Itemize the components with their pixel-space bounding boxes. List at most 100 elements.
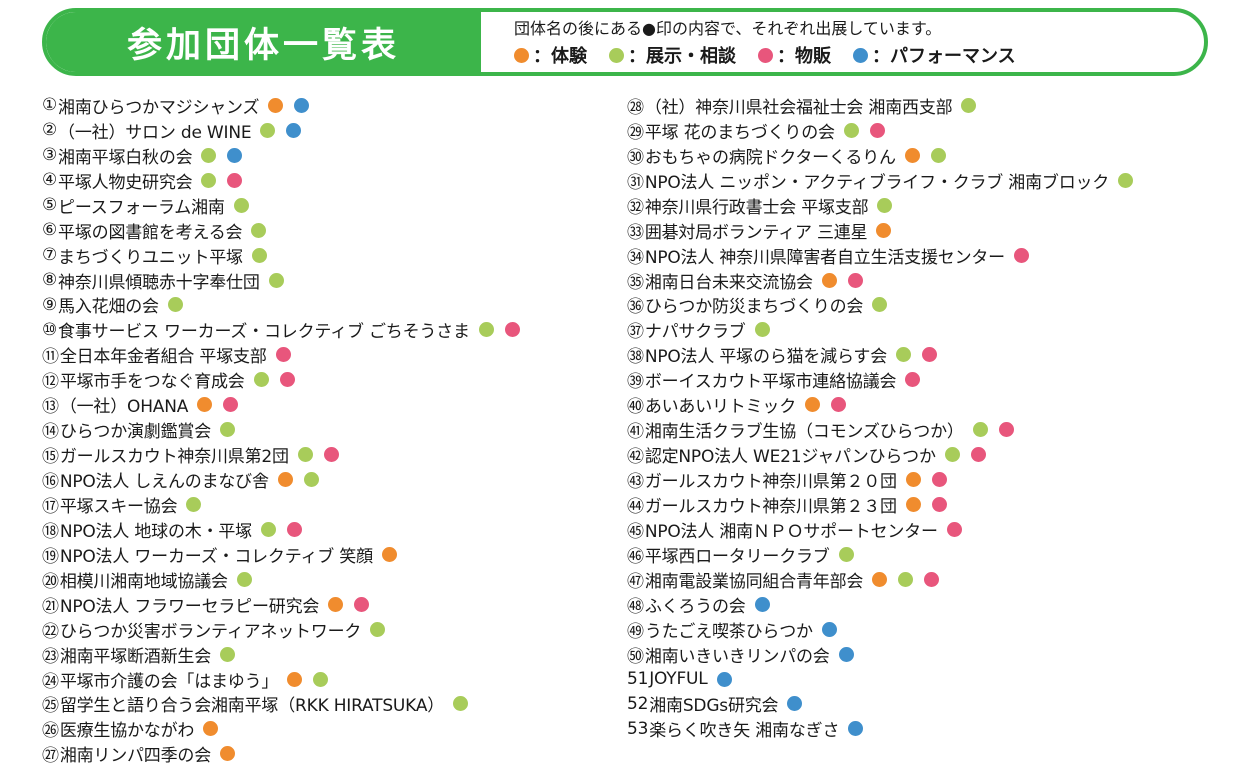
item-number: ㊲ [627,322,644,343]
item-name: NPO法人 平塚のら猫を減らす会 [644,347,888,368]
pink-dot-icon [931,496,947,512]
item-number: ㊹ [627,496,644,517]
item-dots [186,496,212,512]
blue-dot-icon [787,696,803,712]
item-number: ⑯ [42,472,59,493]
item-dots [197,397,249,413]
item-dots [381,546,408,562]
orange-dot-icon [904,147,920,163]
item-number: ② [42,120,58,141]
item-number: ㉙ [627,122,644,143]
item-dots [905,496,958,512]
item-dots [1013,247,1040,263]
item-name: ガールスカウト神奈川県第2団 [59,447,289,468]
item-name: NPO法人 地球の木・平塚 [59,521,252,542]
item-dots [297,447,350,463]
pink-dot-icon [223,397,239,413]
list-item: ⑬（一社）OHANA [42,392,531,417]
item-dots [201,172,253,188]
green-dot-icon [253,372,269,388]
item-number: ㉒ [42,621,59,642]
item-name: NPO法人 ワーカーズ・コレクティブ 笑顔 [59,546,373,567]
item-dots [478,322,531,338]
item-number: ㊵ [627,397,644,418]
item-name: 湘南電設業協同組合青年部会 [644,571,864,592]
pink-dot-icon [946,521,962,537]
item-name: 湘南日台未来交流協会 [644,272,813,293]
item-number: ⑮ [42,447,59,468]
item-name: 湘南平塚白秋の会 [58,147,193,168]
orange-dot-icon [905,496,921,512]
pink-dot-icon [970,447,986,463]
item-name: 相模川湘南地域協議会 [59,571,228,592]
item-number: ⑬ [42,397,59,418]
orange-dot-icon [328,596,344,612]
orange-dot-icon [805,397,821,413]
green-dot-icon [453,696,469,712]
item-number: ⑭ [42,422,59,443]
item-name: NPO法人 しえんのまなび舎 [59,472,269,493]
item-dots [260,521,313,537]
orange-dot-icon [381,546,397,562]
item-name: NPO法人 ニッポン・アクティブライフ・クラブ 湘南ブロック [644,172,1110,193]
item-name: ピースフォーラム湘南 [58,197,225,218]
item-number: ⑥ [42,220,58,241]
item-dots [287,671,339,687]
item-dots [946,521,973,537]
legend-label: ：体験 [533,46,587,67]
item-name: 全日本年金者組合 平塚支部 [59,347,267,368]
list-item: ②（一社）サロン de WINE [42,118,531,143]
item-dots [872,297,898,313]
item-dots [821,621,848,637]
item-name: 馬入花畑の会 [58,297,159,318]
item-dots [848,721,874,737]
item-dots [251,222,277,238]
item-name: （社）神奈川県社会福祉士会 湘南西支部 [644,97,953,118]
pink-dot-icon [1013,247,1029,263]
item-dots [843,122,896,138]
item-dots [716,671,743,687]
orange-dot-icon [287,671,303,687]
item-number: ㉓ [42,646,59,667]
item-name: ガールスカウト神奈川県第２０団 [644,472,897,493]
green-dot-icon [944,447,960,463]
item-number: ⑲ [42,546,59,567]
blue-dot-icon [294,97,310,113]
item-dots [370,621,396,637]
blue-dot-icon [716,671,732,687]
item-dots [972,422,1025,438]
item-dots [328,596,380,612]
item-name: 神奈川県行政書士会 平塚支部 [644,197,869,218]
item-dots [275,347,302,363]
orange-dot-icon [220,746,236,762]
item-number: ㊸ [627,472,644,493]
item-name: 湘南平塚断酒新生会 [59,646,212,667]
green-dot-icon [251,247,267,263]
pink-dot-icon [227,172,243,188]
item-number: ⑦ [42,245,58,266]
green-dot-icon [251,222,267,238]
item-name: 囲碁対局ボランティア 三連星 [644,222,868,243]
item-name: ひらつか防災まちづくりの会 [644,297,864,318]
pink-dot-icon [869,122,885,138]
green-dot-icon [167,297,183,313]
page-title: 参加団体一覧表 [126,25,400,66]
item-number: ㊿ [627,646,644,667]
item-name: 平塚 花のまちづくりの会 [644,122,835,143]
green-dot-icon [961,97,977,113]
green-dot-icon [972,422,988,438]
item-name: 平塚市手をつなぐ育成会 [59,372,245,393]
